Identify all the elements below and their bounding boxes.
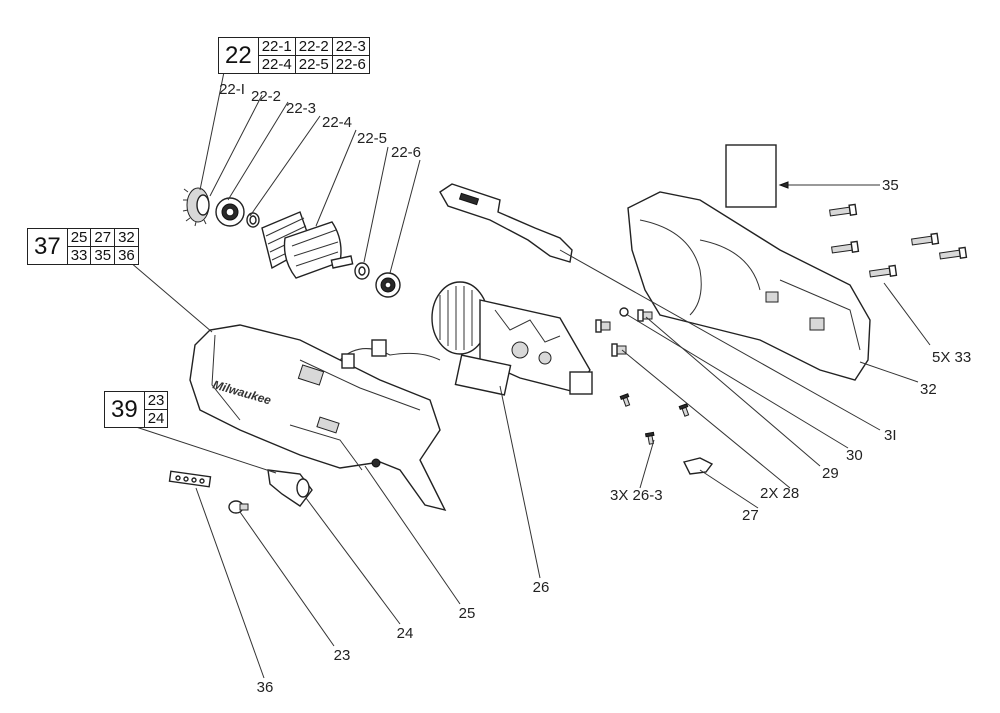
right-housing-32	[627, 191, 871, 381]
kit-22-cell: 22-4	[257, 55, 296, 74]
callout-27: 27	[742, 507, 759, 524]
callout-30: 30	[846, 447, 863, 464]
callout-33: 5X 33	[932, 349, 971, 366]
kit-37-cell: 27	[90, 228, 116, 247]
callout-24: 24	[397, 625, 414, 642]
kit-22-cell: 22-1	[257, 37, 296, 56]
kit-39-cell: 24	[143, 409, 169, 428]
clip-27	[682, 457, 714, 475]
callout-22-1: 22-I	[219, 81, 245, 98]
screws-26-3	[619, 393, 690, 445]
kit-39-cell: 23	[143, 391, 169, 410]
callout-31: 3I	[884, 427, 897, 444]
callout-36: 36	[257, 679, 274, 696]
kit-37-cell: 36	[114, 246, 139, 265]
callout-22-4: 22-4	[322, 114, 352, 131]
callout-32: 32	[920, 381, 937, 398]
left-housing-25: Milwaukee	[189, 324, 447, 512]
callout-23: 23	[334, 647, 351, 664]
leader-lines	[129, 71, 931, 679]
kit-39-main: 39	[104, 391, 145, 428]
kit-37-cell: 33	[66, 246, 92, 265]
kit-22-cell: 22-2	[294, 37, 333, 56]
armature-22-4	[261, 211, 354, 279]
kit-table-39: 39 23 24	[104, 391, 169, 428]
bearing-22-6	[375, 272, 401, 298]
clamp-24	[267, 469, 313, 507]
callout-25: 25	[459, 605, 476, 622]
callout-28: 2X 28	[760, 485, 799, 502]
label-plate-35	[725, 144, 777, 208]
pinion-gear-22-1	[182, 187, 210, 227]
screw-29b	[637, 309, 653, 322]
screw-23	[228, 500, 249, 514]
callout-29: 29	[822, 465, 839, 482]
kit-table-37: 37 25 27 32 33 35 36	[27, 228, 139, 265]
kit-37-cell: 32	[114, 228, 139, 247]
bearing-22-2	[215, 197, 245, 227]
callout-22-6: 22-6	[391, 144, 421, 161]
washer-22-5	[354, 262, 370, 280]
kit-22-cell: 22-6	[331, 55, 370, 74]
callout-22-5: 22-5	[357, 130, 387, 147]
kit-37-cell: 35	[90, 246, 116, 265]
kit-37-cell: 25	[66, 228, 92, 247]
kit-22-cell: 22-3	[331, 37, 370, 56]
kit-22-cell: 22-5	[294, 55, 333, 74]
kit-table-22: 22 22-1 22-2 22-3 22-4 22-5 22-6	[218, 37, 370, 74]
callout-22-2: 22-2	[251, 88, 281, 105]
kit-22-main: 22	[218, 37, 259, 74]
motor-switch-assembly-26	[339, 281, 593, 396]
callout-26-3: 3X 26-3	[610, 487, 663, 504]
plate-36	[168, 470, 212, 488]
screws-33	[829, 203, 968, 278]
screw-29	[595, 319, 611, 333]
screw-28	[611, 343, 627, 357]
callout-22-3: 22-3	[286, 100, 316, 117]
lever-31	[439, 183, 573, 263]
callout-35: 35	[882, 177, 899, 194]
callout-26: 26	[533, 579, 550, 596]
washer-22-3	[246, 212, 260, 228]
kit-37-main: 37	[27, 228, 68, 265]
